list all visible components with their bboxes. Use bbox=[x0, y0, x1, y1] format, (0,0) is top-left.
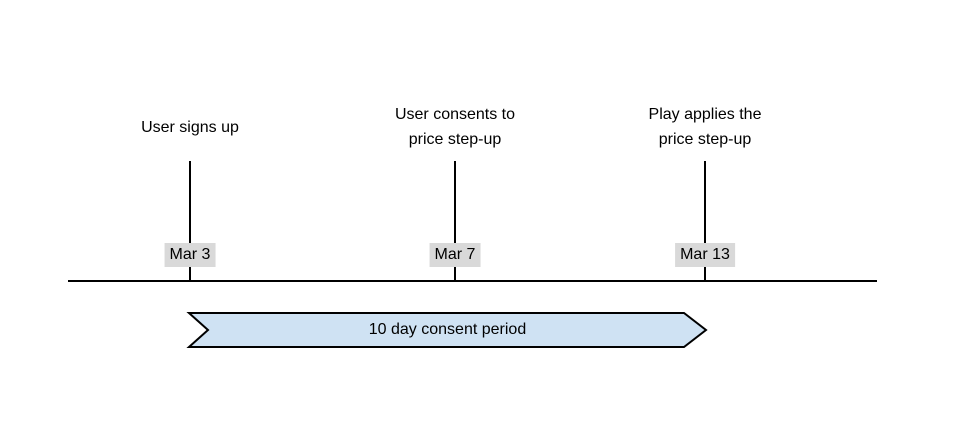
consent-period-banner-shape bbox=[186, 312, 708, 348]
event-tick-line bbox=[454, 161, 456, 281]
event-date-badge: Mar 3 bbox=[164, 243, 216, 267]
timeline-axis bbox=[68, 280, 877, 282]
event-date-badge: Mar 7 bbox=[429, 243, 481, 267]
banner-arrow-icon bbox=[186, 312, 708, 348]
event-label: User signs up bbox=[141, 118, 239, 136]
event-tick-line bbox=[704, 161, 706, 281]
event-label: User consents to price step-up bbox=[394, 106, 516, 148]
event-label: Play applies the price step-up bbox=[648, 106, 762, 148]
event-date-badge: Mar 13 bbox=[675, 243, 735, 267]
consent-period-banner-label: 10 day consent period bbox=[368, 321, 527, 338]
event-tick-line bbox=[189, 161, 191, 281]
